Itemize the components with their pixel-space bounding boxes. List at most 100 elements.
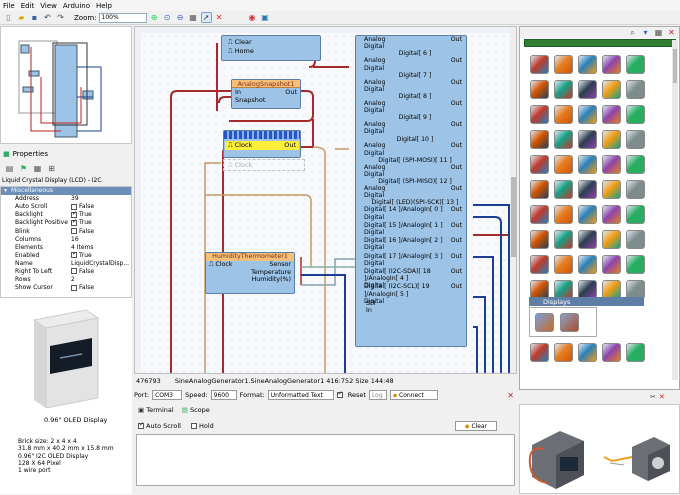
sort-icon[interactable]: ▤	[5, 163, 14, 173]
pin-digital[interactable]: Digital	[364, 228, 385, 236]
search-icon[interactable]: ⌕	[630, 27, 635, 37]
property-value[interactable]: 2	[71, 276, 75, 284]
zoom-fit-icon[interactable]: ⊙	[163, 13, 171, 22]
redo-icon[interactable]: ↷	[57, 13, 64, 22]
expand-icon[interactable]: ⊞	[48, 163, 55, 173]
palette-component[interactable]	[530, 180, 549, 199]
palette-component[interactable]	[602, 155, 621, 174]
palette-component[interactable]	[578, 230, 597, 249]
palette-component[interactable]	[626, 80, 645, 99]
palette-component[interactable]	[578, 343, 597, 362]
clear-button[interactable]: ◆Clear	[455, 421, 497, 431]
pin-out[interactable]: Out	[450, 142, 462, 150]
property-checkbox[interactable]	[71, 268, 77, 275]
pin-digital[interactable]: Digital	[364, 192, 385, 200]
property-checkbox[interactable]	[71, 252, 77, 259]
pin-digital[interactable]: Digital	[364, 244, 385, 252]
property-value[interactable]: False	[71, 284, 131, 292]
palette-filter-bar[interactable]	[524, 39, 676, 47]
palette-component[interactable]	[530, 130, 549, 149]
pin-out[interactable]: Out	[450, 99, 462, 107]
palette-component[interactable]	[626, 255, 645, 274]
pin-out[interactable]: Out	[450, 267, 462, 275]
palette-component[interactable]	[626, 155, 645, 174]
pin-snapshot[interactable]: Snapshot	[235, 96, 266, 104]
palette-component[interactable]	[626, 205, 645, 224]
palette-component[interactable]	[554, 255, 573, 274]
pointer-icon[interactable]: ➚	[200, 12, 212, 23]
palette-component[interactable]	[602, 205, 621, 224]
canvas-vscroll-thumb[interactable]	[511, 177, 516, 257]
pin-spi-in[interactable]: In	[366, 306, 372, 314]
pin-analog[interactable]: Analog	[364, 78, 386, 86]
property-checkbox[interactable]	[71, 219, 77, 226]
palette-component[interactable]	[602, 343, 621, 362]
port-select[interactable]: COM3	[152, 390, 183, 400]
pin-out[interactable]: Out	[450, 283, 462, 291]
pin-out[interactable]: Out	[450, 57, 462, 65]
pin-home[interactable]: ⎍ Home	[228, 47, 254, 55]
zoom-in-icon[interactable]: ⊕	[150, 13, 158, 22]
diagram-canvas[interactable]: ⎍ Clear ⎍ Home AnalogSnapshot1 In Out Sn…	[134, 26, 517, 374]
pin-digital[interactable]: Digital	[364, 149, 385, 157]
delete-icon[interactable]: ✕	[215, 13, 223, 22]
pin-analog[interactable]: Analog	[364, 36, 386, 43]
palette-component[interactable]	[530, 255, 549, 274]
palette-component[interactable]	[578, 105, 597, 124]
pin-clear[interactable]: ⎍ Clear	[228, 38, 252, 46]
pin-analog[interactable]: Analog	[364, 163, 386, 171]
component-top[interactable]: ⎍ Clear ⎍ Home	[221, 35, 321, 61]
property-value[interactable]: False	[71, 203, 131, 211]
pin-out[interactable]: Out	[450, 121, 462, 129]
palette-component[interactable]	[554, 180, 573, 199]
pin-digital[interactable]: Digital	[364, 43, 385, 51]
palette-component[interactable]	[530, 230, 549, 249]
log-button[interactable]: Log	[368, 390, 387, 400]
property-value[interactable]: True	[71, 211, 131, 219]
tab-terminal[interactable]: ▣ Terminal	[138, 405, 174, 414]
property-value[interactable]: True	[71, 252, 131, 260]
pin-out[interactable]: Out	[450, 252, 462, 260]
pin-out[interactable]: Out	[450, 221, 462, 229]
palette-component[interactable]	[602, 130, 621, 149]
expand-icon[interactable]: ▦	[654, 28, 663, 37]
menu-file[interactable]: File	[3, 1, 15, 10]
undo-icon[interactable]: ↶	[44, 13, 51, 22]
palette-component[interactable]	[530, 55, 549, 74]
palette-component[interactable]	[602, 55, 621, 74]
palette-component[interactable]	[578, 80, 597, 99]
property-value[interactable]: 39	[71, 195, 79, 203]
pin-out[interactable]: Out	[450, 78, 462, 86]
pin-digital[interactable]: Digital	[364, 297, 385, 305]
pin-out[interactable]: Out	[450, 36, 462, 43]
palette-component[interactable]	[578, 155, 597, 174]
zoom-select[interactable]: 100%	[98, 12, 147, 23]
palette-component[interactable]	[530, 205, 549, 224]
palette-component[interactable]	[530, 105, 549, 124]
speed-select[interactable]: 9600	[210, 390, 237, 400]
pin-digital[interactable]: Digital	[364, 259, 385, 267]
collapse-icon[interactable]: ▾	[4, 187, 8, 195]
connect-button[interactable]: ▪Connect	[389, 390, 438, 400]
pin-spi[interactable]: SPI	[366, 299, 376, 307]
palette-component[interactable]	[554, 155, 573, 174]
palette-component[interactable]	[626, 105, 645, 124]
filter-icon[interactable]: ▦	[33, 163, 42, 173]
save-icon[interactable]: ▪	[31, 13, 38, 22]
displays-category-header[interactable]: Displays	[529, 297, 644, 306]
palette-component[interactable]	[578, 255, 597, 274]
property-row[interactable]: EnabledTrue	[1, 252, 131, 260]
close-icon[interactable]: ✕	[658, 393, 665, 401]
hold-toggle[interactable]: Hold	[190, 422, 214, 430]
pin-out[interactable]: Out	[450, 237, 462, 245]
palette-component[interactable]	[554, 205, 573, 224]
